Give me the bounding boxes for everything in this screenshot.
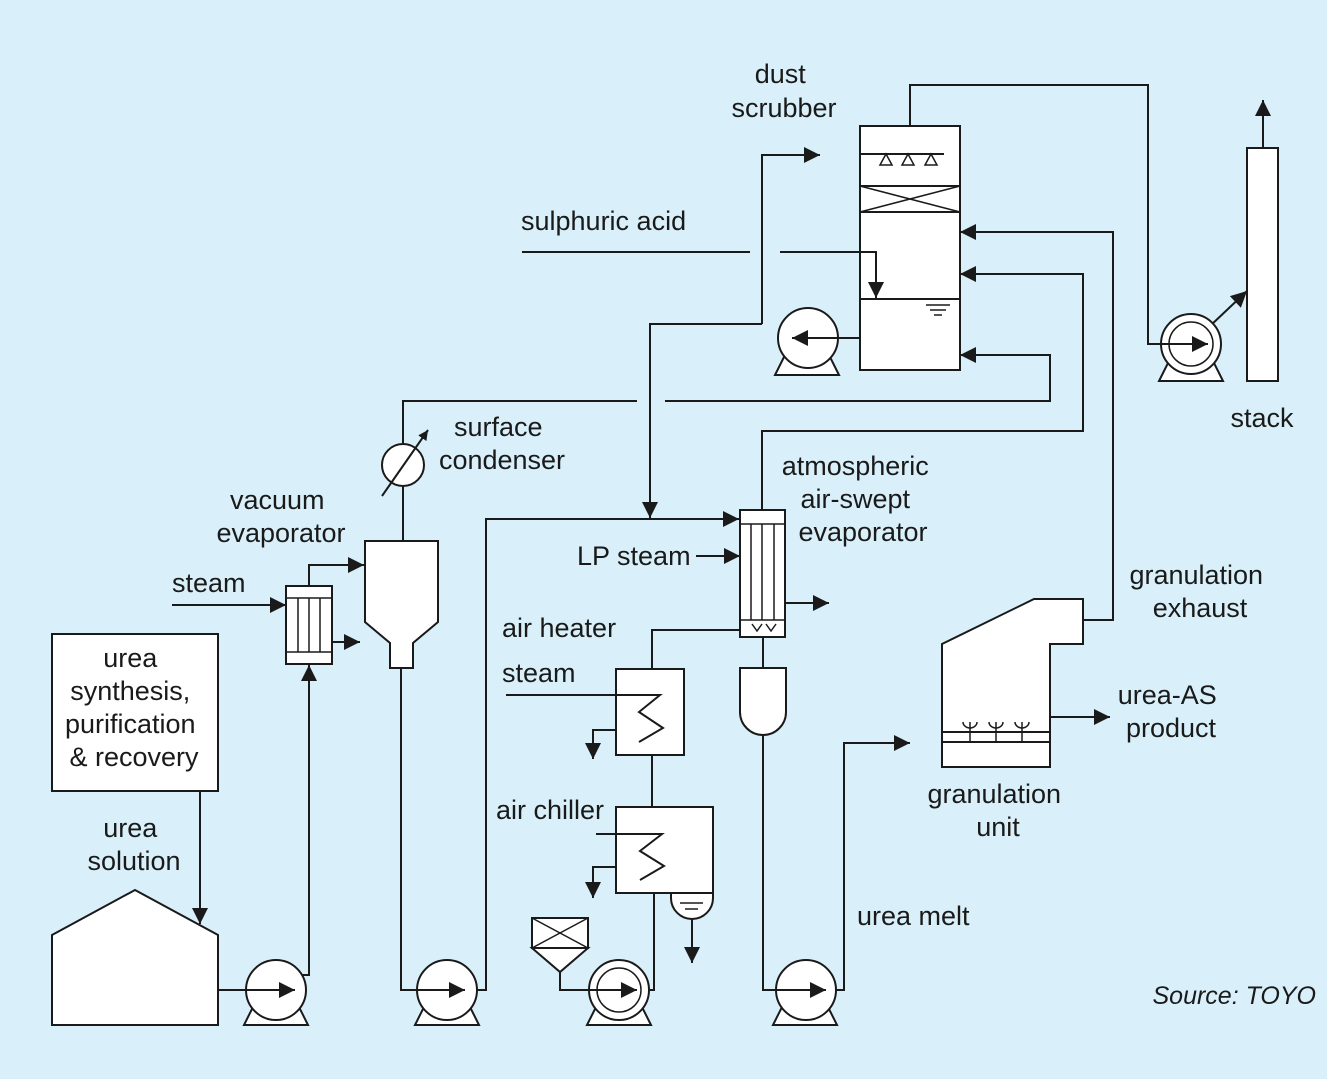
vacuum-separator-vessel [364, 540, 439, 669]
label-urea-as-product: urea-AS product [1118, 680, 1225, 743]
label-stack: stack [1230, 403, 1294, 433]
label-atmospheric-evaporator: atmospheric air-swept evaporator [782, 451, 937, 547]
label-dust-scrubber: dust scrubber [731, 59, 836, 123]
feed-hopper [529, 917, 591, 974]
urea-synthesis-box [51, 633, 219, 792]
label-urea-solution: urea solution [87, 813, 180, 876]
label-surface-condenser: surface condenser [439, 412, 565, 475]
stack [1246, 147, 1279, 382]
pump-chiller [585, 959, 653, 1026]
label-granulation-unit: granulation unit [927, 779, 1068, 842]
pump-melt [771, 959, 839, 1026]
label-urea-melt: urea melt [857, 901, 970, 931]
air-heater [596, 668, 685, 756]
urea-storage-tank [51, 888, 219, 1026]
source-credit: Source: TOYO [1153, 982, 1317, 1010]
label-vacuum-evaporator: vacuum evaporator [216, 485, 345, 548]
melt-receiver-vessel [739, 667, 787, 736]
label-urea-synthesis: urea synthesis, purification & recovery [65, 643, 203, 772]
label-lp-steam: LP steam [577, 541, 691, 571]
label-air-chiller: air chiller [496, 795, 604, 825]
vacuum-evaporator-exchanger [285, 585, 333, 665]
dust-scrubber-column [859, 125, 961, 371]
air-chiller [596, 806, 714, 920]
label-sulphuric-acid: sulphuric acid [521, 206, 686, 236]
exhaust-fan [1148, 313, 1225, 382]
label-granulation-exhaust: granulation exhaust [1129, 560, 1270, 623]
label-steam-input: steam [172, 568, 246, 598]
label-air-heater: air heater [502, 613, 616, 643]
pump-storage [242, 959, 310, 1026]
label-steam-heater: steam [502, 658, 576, 688]
pump-separator [413, 959, 481, 1026]
pump-scrubber [773, 307, 841, 376]
granulation-unit [941, 598, 1084, 768]
atmospheric-evaporator-exchanger [739, 509, 786, 638]
surface-condenser-symbol [381, 429, 429, 497]
